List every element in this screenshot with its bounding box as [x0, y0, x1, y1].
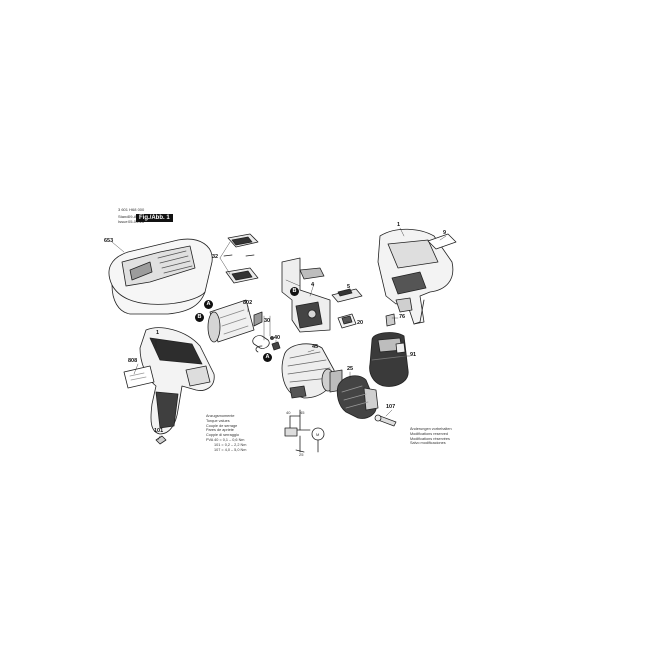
housing-screw-drawing	[155, 435, 167, 445]
torque-row: PVA 40 = 0,1 – 0,6 Nm	[206, 438, 246, 443]
lube-label-25: 25	[299, 452, 304, 457]
label-40: 40	[274, 335, 281, 341]
label-91: 91	[410, 352, 417, 358]
label-802: 802	[243, 300, 253, 306]
notice-line-de: Änderungen vorbehalten	[410, 427, 452, 431]
torque-equals: =	[221, 442, 224, 447]
label-45: 45	[312, 344, 319, 350]
label-1-left: 1	[156, 330, 160, 336]
gearbox-drawing	[281, 343, 343, 399]
figure-label: Fig./Abb. 1	[136, 214, 173, 222]
changes-notice: Änderungen vorbehalten Modifications res…	[410, 427, 452, 446]
marker-a-upper: A	[204, 300, 213, 309]
lubrication-schematic	[284, 409, 325, 453]
motor-symbol-label: M	[316, 432, 320, 437]
notice-line-fr: Modifications réservées	[410, 436, 450, 441]
switch-assembly-drawing	[281, 257, 331, 333]
torque-legend: Anzugsmomente Torque values Couple de se…	[206, 414, 246, 452]
torque-row: 107 = 4,0 – 5,0 Nm	[206, 448, 246, 453]
screw-76-drawing	[385, 313, 396, 327]
housing-half-right-drawing	[377, 228, 454, 325]
torque-value: 0,2 – 2,2 Nm	[224, 442, 247, 447]
stamp-issue-label: Issue	[118, 219, 128, 224]
torque-equals: =	[221, 447, 224, 452]
marker-b-switch: B	[290, 287, 299, 296]
stamp-stand-label: Stand	[118, 214, 129, 219]
marker-a-motor: A	[263, 353, 272, 362]
label-1-right: 1	[397, 222, 401, 228]
warning-label-drawing	[427, 233, 457, 250]
notice-line-es: Salvo modificaciones	[410, 441, 446, 446]
leader-lines	[111, 227, 447, 441]
lube-label-40: 40	[286, 410, 291, 415]
motor-clip-drawing	[252, 335, 270, 353]
torque-position: 101	[214, 442, 221, 447]
battery-charger-drawing	[108, 238, 213, 315]
marker-b-lower: B	[195, 313, 204, 322]
label-653: 653	[104, 238, 114, 244]
label-25: 25	[347, 366, 354, 372]
motor-drawing	[207, 299, 263, 343]
document-number: 3 601 H68 000	[118, 207, 145, 212]
torque-heading-es: Pares de apriete	[206, 428, 234, 433]
label-30: 30	[264, 318, 271, 324]
label-101: 101	[154, 428, 164, 434]
torque-heading-en: Torque values	[206, 418, 230, 423]
torque-position: 107	[214, 447, 221, 452]
torque-heading-fr: Couple de serrage	[206, 423, 238, 428]
label-5: 5	[347, 284, 351, 290]
switch-covers-drawing	[223, 233, 259, 284]
torque-value: 4,0 – 5,0 Nm	[224, 447, 247, 452]
torque-equals: =	[219, 437, 222, 442]
chuck-drawing	[336, 375, 379, 419]
label-4: 4	[311, 282, 315, 288]
label-76: 76	[399, 314, 406, 320]
chuck-screw-drawing	[374, 414, 397, 427]
motor-screws-drawing	[270, 336, 281, 351]
label-32: 32	[212, 254, 219, 260]
torque-row: 101 = 0,2 – 2,2 Nm	[206, 443, 246, 448]
label-808: 808	[128, 358, 138, 364]
torque-heading-it: Coppie di serraggio	[206, 433, 239, 438]
label-9: 9	[443, 230, 447, 236]
lube-label-45: 45	[300, 410, 305, 415]
battery-pack-drawing	[369, 332, 409, 387]
notice-line-en: Modifications reserved	[410, 431, 448, 436]
housing-half-left-drawing	[139, 327, 215, 435]
label-107: 107	[386, 404, 396, 410]
torque-position: PVA 40	[206, 437, 219, 442]
label-20: 20	[357, 320, 364, 326]
clip-part-drawing	[337, 313, 357, 329]
torque-value: 0,1 – 0,6 Nm	[222, 437, 245, 442]
torque-heading-de: Anzugsmomente	[206, 414, 235, 418]
nameplate-drawing	[123, 365, 155, 389]
stamp-stand-value: 09-AC	[128, 214, 140, 219]
